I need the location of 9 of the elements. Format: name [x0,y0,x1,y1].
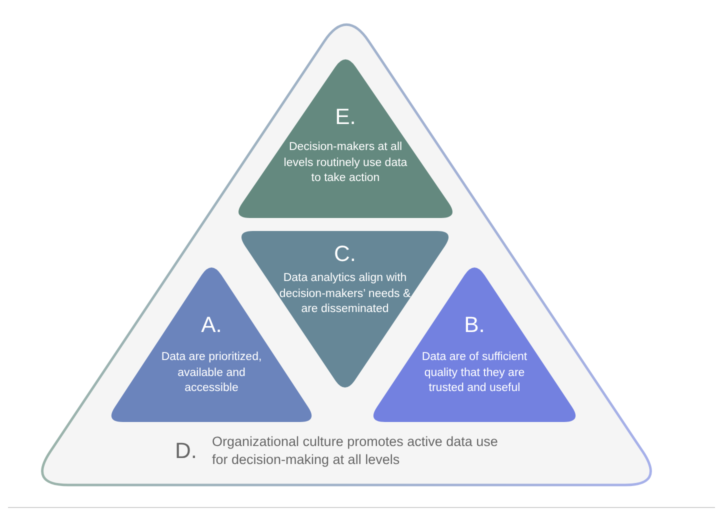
section-description: Decision-makers at all levels routinely use data to take action [284,140,408,186]
section-letter: A. [200,311,223,339]
section-letter: E. [334,103,357,131]
section-description: Organizational culture promotes active data use for decision-making at all levels [212,433,499,470]
section-letter: C. [333,240,357,268]
section-letter: B. [463,311,486,339]
section-description: Data are prioritized, available and accessible [160,350,263,396]
section-description: Data are of sufficient quality that they are trusted and useful [420,350,528,396]
section-description: Data analytics align with decision-makers’ needs & are disseminated [278,271,412,318]
